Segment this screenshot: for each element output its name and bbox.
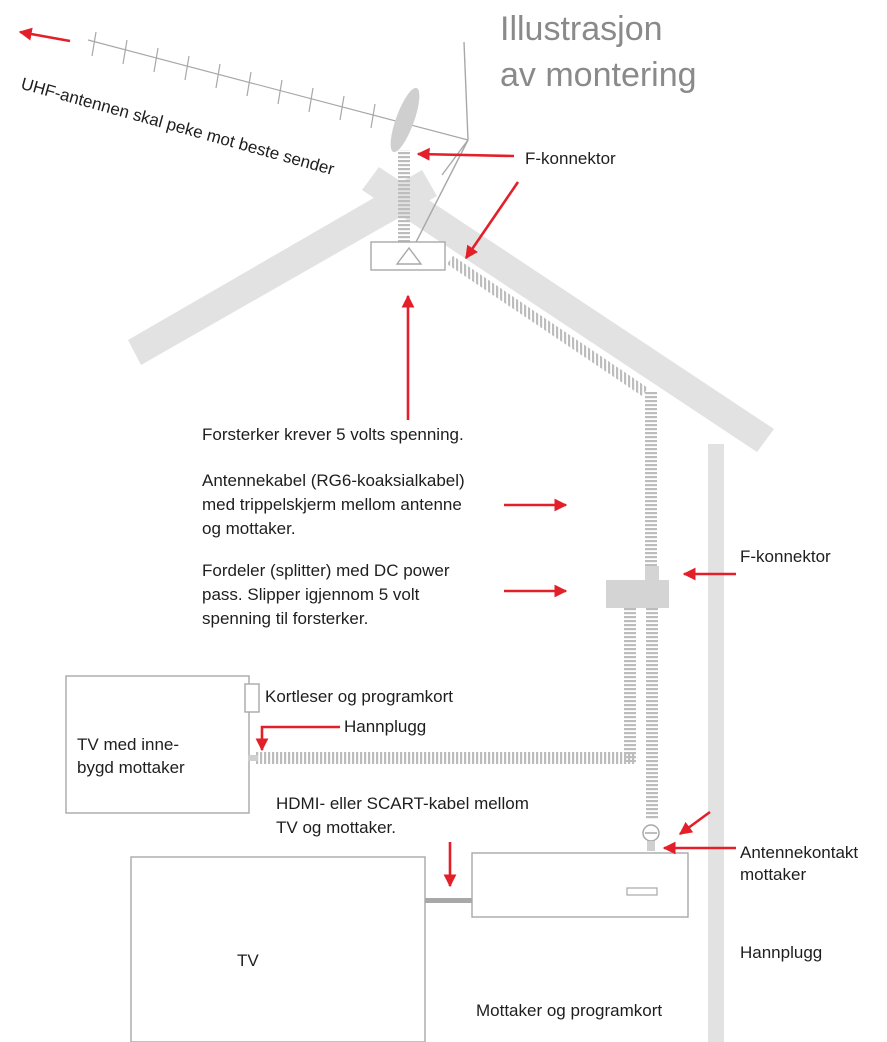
- antenna-socket-label-line-2: mottaker: [740, 865, 807, 884]
- amplifier-label: Forsterker krever 5 volts spenning.: [202, 425, 464, 444]
- antenna-socket-label-line-1: Antennekontakt: [740, 843, 859, 862]
- male-plug-tv-label: Hannplugg: [344, 717, 427, 736]
- mast-brace: [411, 139, 469, 251]
- arrows: [18, 27, 736, 888]
- arrow-antenna-socket: [678, 810, 711, 836]
- roof: [128, 167, 774, 452]
- cable-label-line-3: og mottaker.: [202, 519, 296, 538]
- splitter-label-line-1: Fordeler (splitter) med DC power: [202, 561, 450, 580]
- antenna-lead-cable: [398, 150, 410, 242]
- receiver-label: Mottaker og programkort: [476, 1001, 663, 1020]
- splitter: [606, 566, 669, 608]
- arrow-f-connector-amplifier: [464, 181, 520, 260]
- tv-builtin-box: [65, 675, 250, 814]
- f-connector-top-label: F-konnektor: [525, 149, 616, 168]
- tv-box: [130, 856, 426, 1042]
- male-plug-receiver-label: Hannplugg: [740, 943, 823, 962]
- roof-cable: [447, 256, 648, 396]
- antenna-dipole: [390, 87, 420, 153]
- splitter-cable-left: [624, 608, 636, 762]
- hdmi-cable: [425, 898, 472, 903]
- hdmi-label-line-1: HDMI- eller SCART-kabel mellom: [276, 794, 529, 813]
- splitter-label-line-2: pass. Slipper igjennom 5 volt: [202, 585, 420, 604]
- arrow-uhf-direction: [18, 27, 71, 43]
- cable-to-tv: [256, 752, 636, 764]
- hdmi-label-line-2: TV og mottaker.: [276, 818, 396, 837]
- main-cable-vertical: [645, 392, 657, 580]
- splitter-label-line-3: spenning til forsterker.: [202, 609, 369, 628]
- antenna-mast: [463, 41, 469, 141]
- amplifier-triangle-icon: [395, 246, 423, 265]
- roof-right-slope: [362, 167, 774, 452]
- f-connector-right-label: F-konnektor: [740, 547, 831, 566]
- splitter-cable-right: [646, 608, 658, 820]
- amplifier: [370, 241, 446, 271]
- cable-label-line-1: Antennekabel (RG6-koaksialkabel): [202, 471, 465, 490]
- roof-left-slope: [128, 170, 437, 365]
- card-reader-slot: [244, 683, 260, 713]
- cable-label-line-2: med trippelskjerm mellom antenne: [202, 495, 462, 514]
- receiver-card-slot: [626, 887, 658, 896]
- arrow-f-connector-dipole: [416, 147, 515, 161]
- mast-brace-2: [441, 139, 469, 176]
- antenna-elements: [91, 31, 376, 129]
- tv-builtin-label-line-2: bygd mottaker: [77, 758, 185, 777]
- uhf-antenna: [87, 31, 469, 251]
- tv-male-plug: [248, 755, 258, 761]
- receiver-box: [471, 852, 689, 918]
- wall: [708, 444, 724, 1042]
- arrow-male-plug-tv: [255, 725, 340, 752]
- tv-label: TV: [237, 951, 259, 970]
- title-line-1: Illustrasjon: [500, 10, 663, 48]
- card-reader-label: Kortleser og programkort: [265, 687, 454, 706]
- title-line-2: av montering: [500, 56, 697, 94]
- tv-builtin-label-line-1: TV med inne-: [77, 735, 180, 754]
